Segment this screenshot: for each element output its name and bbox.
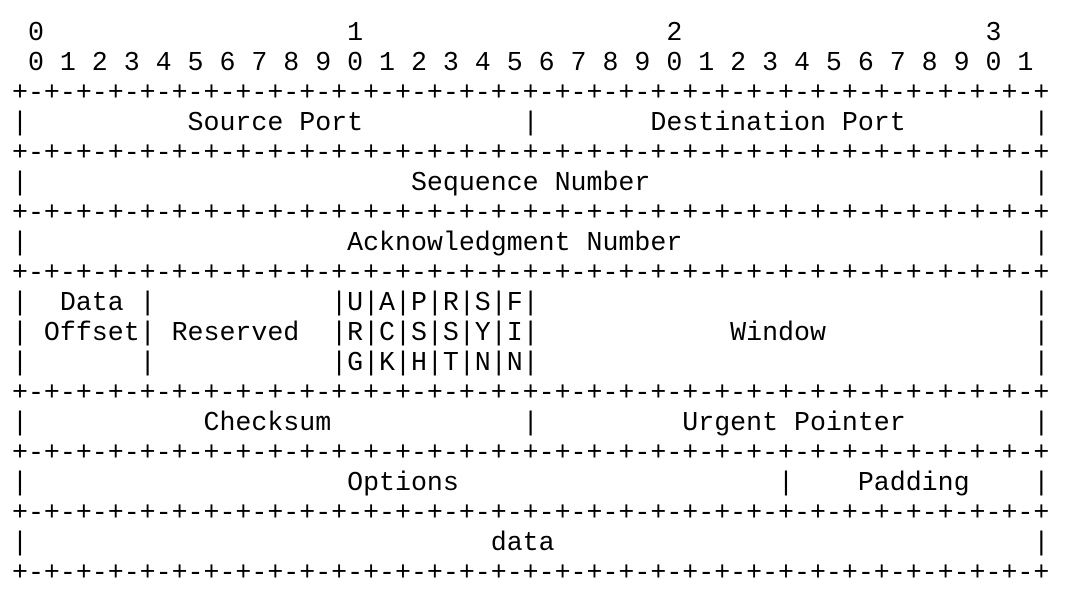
row-separator: +-+-+-+-+-+-+-+-+-+-+-+-+-+-+-+-+-+-+-+-… xyxy=(12,498,1050,528)
row-sequence-number: | Sequence Number | xyxy=(12,168,1050,198)
row-flags-line-1: | Data | |U|A|P|R|S|F| | xyxy=(12,288,1050,318)
row-separator: +-+-+-+-+-+-+-+-+-+-+-+-+-+-+-+-+-+-+-+-… xyxy=(12,438,1050,468)
row-checksum-urgent-pointer: | Checksum | Urgent Pointer | xyxy=(12,408,1050,438)
row-acknowledgment-number: | Acknowledgment Number | xyxy=(12,228,1050,258)
row-separator: +-+-+-+-+-+-+-+-+-+-+-+-+-+-+-+-+-+-+-+-… xyxy=(12,78,1050,108)
row-flags-line-3: | | |G|K|H|T|N|N| | xyxy=(12,348,1050,378)
tcp-header-diagram: 0 1 2 3 0 1 2 3 4 5 6 7 8 9 0 1 2 3 4 5 … xyxy=(12,18,1049,588)
bit-index-ruler: 0 1 2 3 4 5 6 7 8 9 0 1 2 3 4 5 6 7 8 9 … xyxy=(12,48,1034,78)
row-separator: +-+-+-+-+-+-+-+-+-+-+-+-+-+-+-+-+-+-+-+-… xyxy=(12,138,1050,168)
row-separator: +-+-+-+-+-+-+-+-+-+-+-+-+-+-+-+-+-+-+-+-… xyxy=(12,558,1050,588)
row-flags-line-2: | Offset| Reserved |R|C|S|S|Y|I| Window … xyxy=(12,318,1050,348)
row-separator: +-+-+-+-+-+-+-+-+-+-+-+-+-+-+-+-+-+-+-+-… xyxy=(12,258,1050,288)
row-data: | data | xyxy=(12,528,1050,558)
row-separator: +-+-+-+-+-+-+-+-+-+-+-+-+-+-+-+-+-+-+-+-… xyxy=(12,378,1050,408)
row-options-padding: | Options | Padding | xyxy=(12,468,1050,498)
bit-decade-ruler: 0 1 2 3 xyxy=(12,18,1002,48)
row-separator: +-+-+-+-+-+-+-+-+-+-+-+-+-+-+-+-+-+-+-+-… xyxy=(12,198,1050,228)
row-source-destination-port: | Source Port | Destination Port | xyxy=(12,108,1050,138)
